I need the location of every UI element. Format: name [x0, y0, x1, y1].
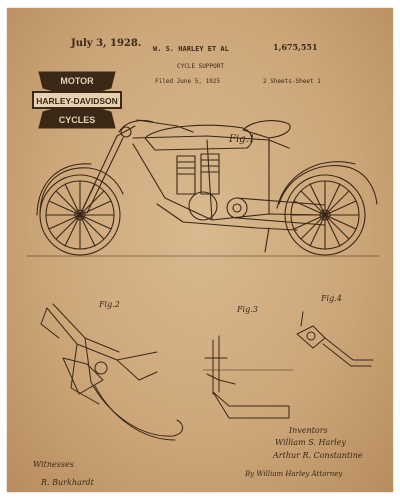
attorney-line: By William Harley Attorney	[245, 470, 343, 478]
inventor-names: W. S. HARLEY ET AL	[153, 45, 229, 53]
detail-figures	[40, 303, 374, 441]
motorcycle-drawing	[26, 119, 380, 257]
figure-4-label: Fig.4	[321, 294, 342, 303]
witness-signature: R. Burkhardt	[41, 478, 94, 487]
patent-sheet: July 3, 1928. W. S. HARLEY ET AL 1,675,5…	[7, 8, 393, 492]
patent-number: 1,675,551	[273, 42, 318, 52]
sheet-count: 2 Sheets-Sheet 1	[263, 78, 321, 85]
patent-title: CYCLE SUPPORT	[177, 63, 224, 70]
inventors-label: Inventors	[289, 426, 328, 435]
inventor-1-name: William S. Harley	[275, 438, 346, 447]
witnesses-label: Witnesses	[33, 460, 74, 469]
filed-date: Filed June 5, 1925	[155, 78, 221, 85]
patent-date: July 3, 1928.	[71, 38, 142, 49]
logo-mark-text: MARK	[101, 114, 113, 119]
logo-brand-name: HARLEY-DAVIDSON	[36, 96, 118, 106]
figure-3-label: Fig.3	[237, 305, 258, 314]
figure-1-label: Fig.1	[229, 134, 256, 145]
logo-top-word: MOTOR	[60, 76, 94, 86]
harley-davidson-logo: MOTOR HARLEY-DAVIDSON CYCLES TRADE MARK	[31, 68, 123, 132]
inventor-2-name: Arthur R. Constantine	[273, 451, 363, 460]
logo-bottom-word: CYCLES	[59, 115, 96, 125]
figure-2-label: Fig.2	[99, 300, 120, 309]
logo-trade-text: TRADE	[43, 114, 57, 119]
